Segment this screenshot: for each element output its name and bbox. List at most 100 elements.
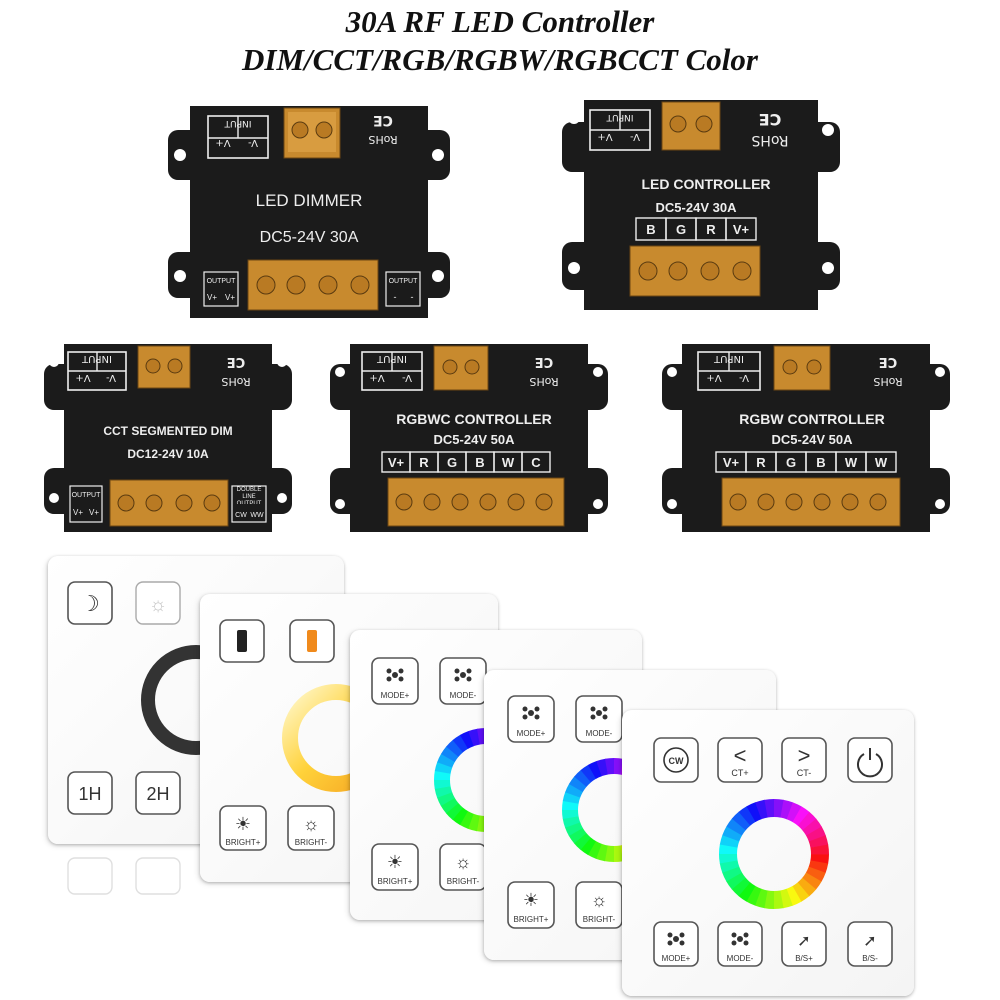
color-ring-segment[interactable] bbox=[802, 872, 822, 890]
timer-2h-button[interactable] bbox=[135, 771, 181, 815]
color-ring-segment[interactable] bbox=[445, 802, 463, 820]
color-ring-segment[interactable] bbox=[467, 813, 480, 832]
color-ring-segment[interactable] bbox=[460, 730, 475, 749]
color-ring-segment[interactable] bbox=[792, 882, 810, 902]
color-ring-segment[interactable] bbox=[434, 785, 453, 798]
rohs-mark: RoHS bbox=[751, 132, 788, 148]
mode-minus-button[interactable] bbox=[717, 921, 763, 967]
color-ring-segment[interactable] bbox=[738, 806, 756, 826]
color-ring-segment[interactable] bbox=[613, 845, 624, 862]
sun-outline-icon: ☼ bbox=[303, 814, 320, 834]
bright-plus-button[interactable] bbox=[371, 843, 419, 891]
color-ring-segment[interactable] bbox=[808, 835, 829, 849]
color-ring-segment[interactable] bbox=[808, 860, 829, 874]
color-ring-segment[interactable] bbox=[565, 783, 584, 798]
color-ring-segment[interactable] bbox=[452, 807, 469, 826]
color-ring[interactable] bbox=[719, 799, 829, 909]
color-ring-segment[interactable] bbox=[797, 877, 817, 897]
color-ring-segment[interactable] bbox=[797, 811, 817, 831]
mode-plus-button[interactable] bbox=[507, 695, 555, 743]
color-ring-segment[interactable] bbox=[719, 834, 740, 848]
rocket-icon: ➚ bbox=[863, 933, 876, 950]
color-ring-segment[interactable] bbox=[562, 800, 579, 811]
color-ring-segment[interactable] bbox=[446, 739, 464, 757]
bright-plus-button[interactable] bbox=[507, 881, 555, 929]
color-ring-segment[interactable] bbox=[779, 888, 793, 909]
color-ring-segment[interactable] bbox=[773, 890, 784, 909]
color-ring-segment[interactable] bbox=[587, 840, 602, 859]
input-vplus: V+ bbox=[369, 372, 384, 383]
color-ring-segment[interactable] bbox=[719, 843, 738, 855]
color-ring-segment[interactable] bbox=[573, 832, 591, 850]
color-ring-segment[interactable] bbox=[810, 844, 829, 855]
color-ring-segment[interactable] bbox=[773, 799, 785, 818]
moon-sun-icon: ☽ bbox=[80, 591, 100, 616]
color-ring-segment[interactable] bbox=[580, 764, 597, 783]
color-ring-segment[interactable] bbox=[468, 728, 481, 747]
bright-minus-label: BRIGHT- bbox=[583, 915, 616, 924]
color-ring-segment[interactable] bbox=[562, 815, 581, 828]
mode-plus-button[interactable] bbox=[653, 921, 699, 967]
color-ring-segment[interactable] bbox=[722, 866, 743, 882]
color-ring-segment[interactable] bbox=[810, 853, 829, 865]
color-ring-segment[interactable] bbox=[805, 866, 826, 882]
color-ring-segment[interactable] bbox=[434, 779, 451, 790]
wall-panel-rgbcct: CW < CT+ > CT- MODE+ MODE- ➚ B/S+ ➚ B/S- bbox=[622, 710, 914, 996]
color-ring-segment[interactable] bbox=[738, 882, 756, 902]
color-ring-segment[interactable] bbox=[763, 890, 775, 909]
cw-button[interactable] bbox=[653, 737, 699, 783]
mode-plus-button[interactable] bbox=[371, 657, 419, 705]
color-ring-segment[interactable] bbox=[719, 859, 740, 873]
timer-1h-button[interactable] bbox=[67, 771, 113, 815]
color-ring-segment[interactable] bbox=[802, 818, 822, 836]
bright-minus-label: BRIGHT- bbox=[295, 838, 328, 847]
color-ring-segment[interactable] bbox=[574, 769, 592, 787]
color-ring-segment[interactable] bbox=[564, 821, 583, 836]
color-ring-segment[interactable] bbox=[604, 845, 615, 862]
color-ring-segment[interactable] bbox=[731, 811, 751, 831]
color-ring-segment[interactable] bbox=[434, 770, 451, 781]
channel-label: W bbox=[845, 455, 858, 470]
color-ring-segment[interactable] bbox=[604, 758, 615, 775]
color-ring-segment[interactable] bbox=[731, 877, 751, 897]
color-ring-segment[interactable] bbox=[786, 885, 802, 906]
color-ring-segment[interactable] bbox=[588, 760, 603, 779]
ct-plus-button[interactable] bbox=[717, 737, 763, 783]
color-ring-segment[interactable] bbox=[440, 797, 459, 814]
input-vplus: V+ bbox=[215, 137, 230, 148]
color-ring-segment[interactable] bbox=[726, 818, 746, 836]
bright-plus-button[interactable] bbox=[219, 805, 267, 851]
color-ring-segment[interactable] bbox=[764, 799, 775, 818]
speed-minus-button[interactable] bbox=[847, 921, 893, 967]
color-ring-segment[interactable] bbox=[595, 843, 608, 862]
color-ring-segment[interactable] bbox=[805, 826, 826, 842]
bright-minus-button[interactable] bbox=[287, 805, 335, 851]
channel-label: R bbox=[419, 455, 429, 470]
speed-plus-button[interactable] bbox=[781, 921, 827, 967]
color-ring-segment[interactable] bbox=[437, 753, 456, 768]
color-ring-segment[interactable] bbox=[719, 853, 738, 864]
color-ring-segment[interactable] bbox=[436, 791, 455, 806]
color-ring-segment[interactable] bbox=[613, 758, 624, 775]
color-ring-segment[interactable] bbox=[780, 799, 794, 820]
color-ring-segment[interactable] bbox=[755, 799, 769, 820]
color-ring-segment[interactable] bbox=[792, 806, 810, 826]
color-ring-segment[interactable] bbox=[746, 885, 762, 906]
color-ring-segment[interactable] bbox=[596, 758, 609, 777]
channel-label: V+ bbox=[733, 222, 750, 237]
color-ring-segment[interactable] bbox=[754, 888, 768, 909]
color-ring-segment[interactable] bbox=[726, 872, 746, 890]
color-ring-segment[interactable] bbox=[786, 802, 802, 823]
color-ring-segment[interactable] bbox=[562, 809, 579, 820]
ct-minus-button[interactable] bbox=[781, 737, 827, 783]
color-ring-segment[interactable] bbox=[746, 802, 762, 823]
color-ring-segment[interactable] bbox=[722, 826, 743, 842]
color-ring-segment[interactable] bbox=[568, 827, 587, 844]
color-ring-segment[interactable] bbox=[440, 746, 459, 763]
color-ring-segment[interactable] bbox=[452, 734, 469, 753]
color-ring-segment[interactable] bbox=[568, 776, 587, 793]
color-ring-segment[interactable] bbox=[580, 837, 597, 856]
color-ring-segment[interactable] bbox=[562, 791, 581, 804]
color-ring-segment[interactable] bbox=[459, 810, 474, 829]
color-ring-segment[interactable] bbox=[434, 761, 453, 774]
